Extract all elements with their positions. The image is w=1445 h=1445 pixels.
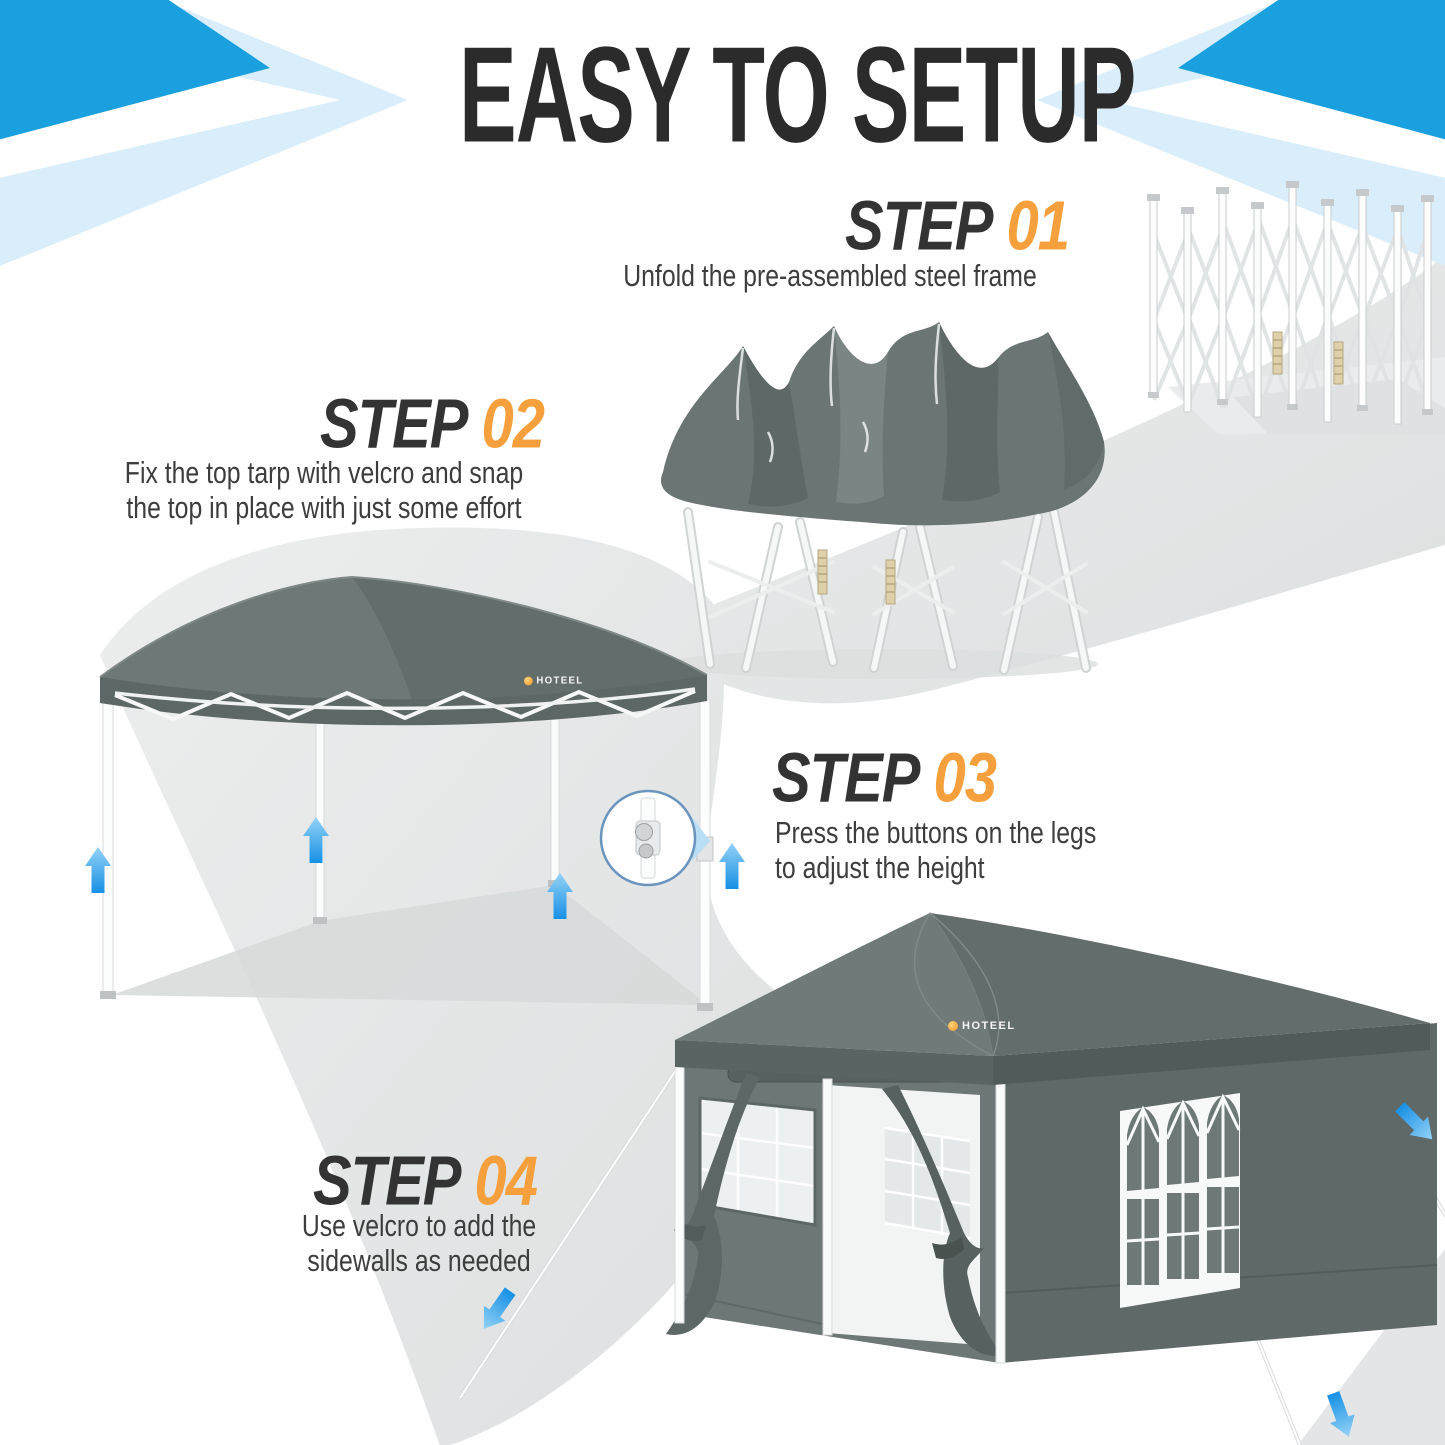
frame-legs: [683, 507, 1091, 675]
step-2-description: Fix the top tarp with velcro and snap th…: [124, 455, 524, 525]
canopy-roof: [99, 576, 708, 726]
canopy-legs: [100, 669, 714, 1011]
roof-valance: [993, 1023, 1430, 1085]
canopy-valance: [100, 675, 707, 726]
step-4-number: 04: [474, 1142, 539, 1221]
step-2-label: STEP: [320, 385, 468, 464]
arched-windows: [1120, 1093, 1241, 1308]
step-1-label: STEP: [845, 187, 993, 266]
brand-logo-icon: [524, 676, 533, 686]
step-3-canopy-illustration: [85, 576, 745, 1011]
curtain-tie: [932, 1237, 964, 1259]
page-title: EASY TO SETUP: [459, 19, 1136, 172]
step-1-number: 01: [1006, 187, 1071, 266]
step-1-description: Unfold the pre-assembled steel frame: [623, 258, 1037, 293]
brand-logo-text: HOTEEL: [536, 675, 584, 687]
step-3-label: STEP: [772, 739, 920, 818]
step-2-tarp-frame-illustration: [660, 322, 1105, 679]
front-wall: [666, 1045, 1002, 1363]
step-4-label: STEP: [313, 1142, 461, 1221]
left-chevron-decoration: [0, 0, 408, 266]
step-2-number: 02: [481, 385, 546, 464]
spring: [1272, 331, 1344, 385]
right-sidewall: [999, 1023, 1438, 1363]
step-4-full-tent-illustration: [458, 912, 1445, 1445]
ground-shadow: [668, 649, 1098, 679]
brand-logo-text: HOTEEL: [962, 1020, 1016, 1032]
truss-frame: [114, 687, 696, 722]
brand-logo-icon: [948, 1021, 958, 1031]
step-1-folded-frame-illustration: [1147, 181, 1445, 434]
step-3-description: Press the buttons on the legs to adjust …: [775, 815, 1097, 885]
frame-connectors: [1147, 181, 1434, 415]
frame-legs: [1149, 183, 1432, 425]
step-3-number: 03: [933, 739, 998, 818]
scissor-braces: [1152, 217, 1430, 417]
front-center-pole: [822, 1078, 833, 1336]
folded-tarp: [660, 322, 1105, 526]
brand-logo: HOTEEL: [948, 1020, 1016, 1032]
leg-button-zoom-callout: [599, 789, 710, 887]
right-chevron-decoration: [1037, 0, 1445, 266]
step-4-description: Use velcro to add the sidewalls as neede…: [301, 1208, 537, 1278]
left-curtain: [666, 1073, 760, 1335]
tent-roof: [675, 912, 1430, 1085]
brand-logo: HOTEEL: [524, 675, 584, 687]
roof-valance: [675, 1040, 993, 1085]
spring: [817, 549, 896, 605]
